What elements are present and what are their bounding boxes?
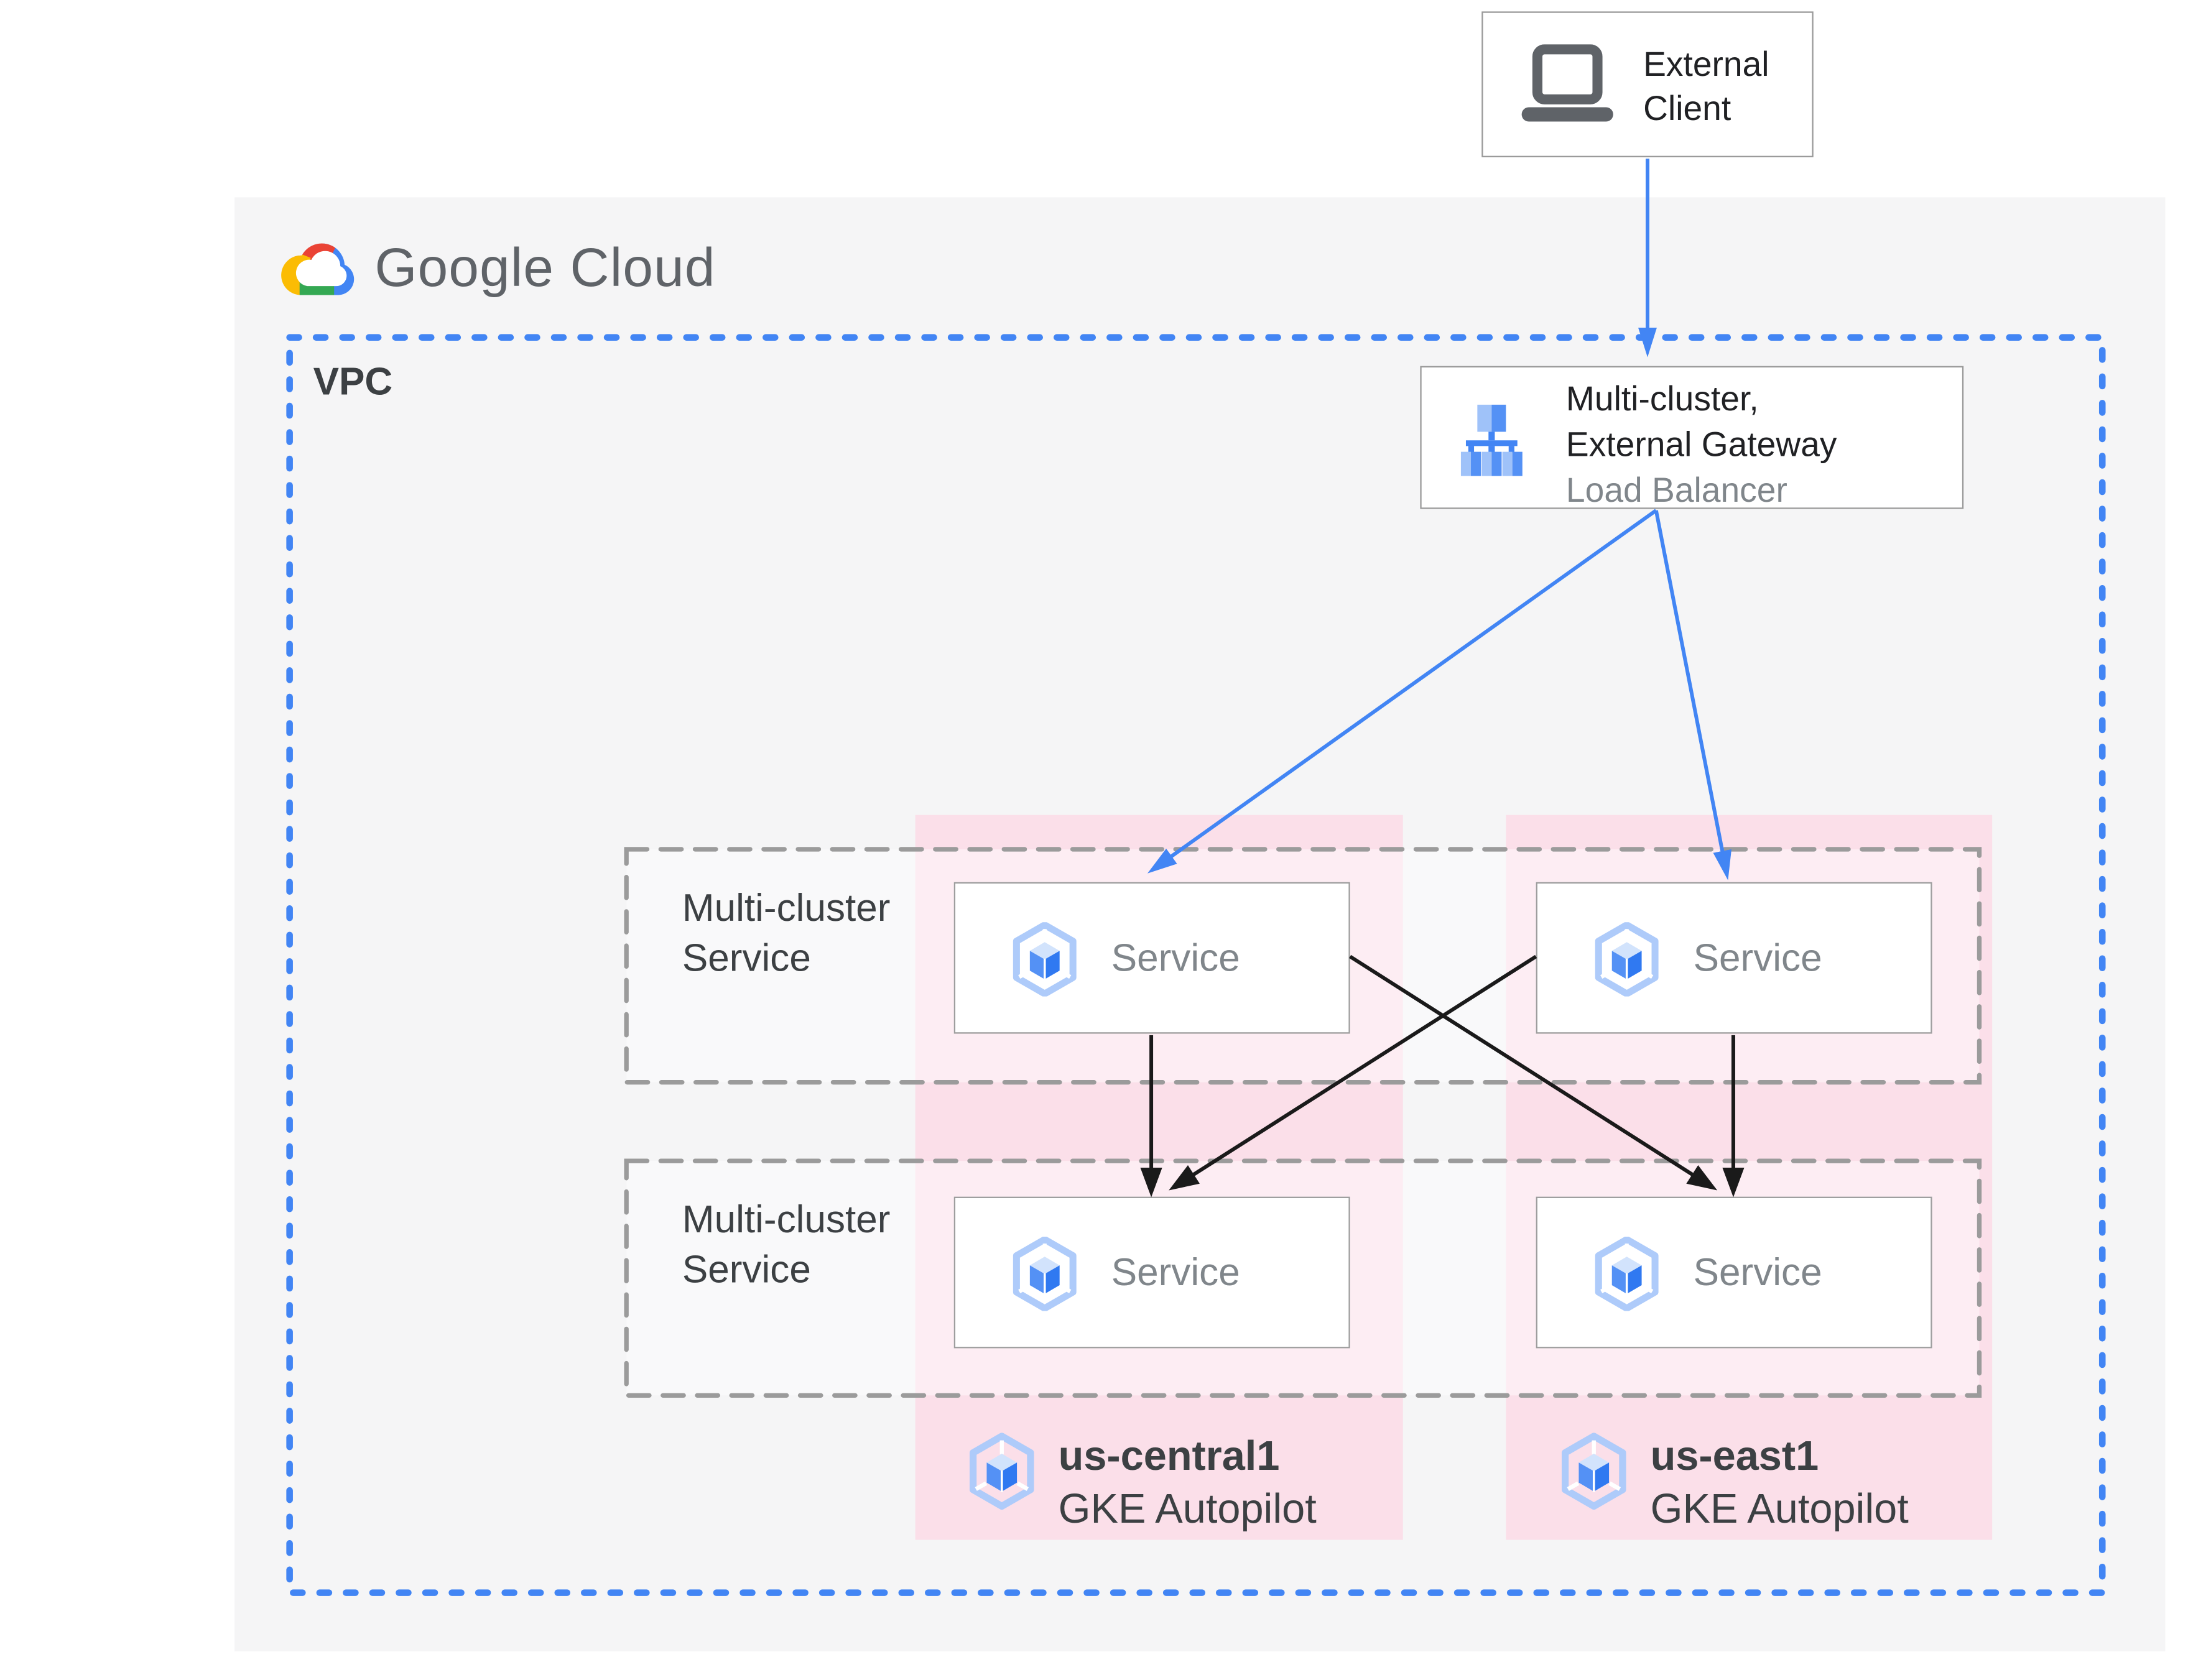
service-box-east-bottom: Service [1536, 1196, 1932, 1349]
service-label: Service [1111, 936, 1240, 979]
mcs1-line2: Service [682, 936, 811, 980]
mcs2-line2: Service [682, 1248, 811, 1291]
gke-cluster-icon [1560, 1433, 1628, 1510]
lb-title-line2: External Gateway [1565, 426, 1837, 465]
service-label: Service [1693, 1250, 1822, 1293]
gke-service-icon [1011, 922, 1078, 997]
cluster-label-us-east1: us-east1 GKE Autopilot [1651, 1431, 2080, 1537]
cluster-label-us-central1: us-central1 GKE Autopilot [1059, 1431, 1488, 1537]
external-client-line2: Client [1643, 90, 1731, 129]
external-client-box: External Client [1481, 11, 1814, 157]
google-cloud-logo-icon [279, 238, 359, 303]
lb-subtitle: Load Balancer [1565, 471, 1787, 510]
load-balancer-label: Multi-cluster, External Gateway Load Bal… [1566, 377, 1837, 515]
load-balancer-box: Multi-cluster, External Gateway Load Bal… [1420, 366, 1964, 510]
gke-service-icon [1593, 922, 1661, 997]
cluster-platform: GKE Autopilot [1058, 1487, 1317, 1533]
mcs-group-2-label: Multi-cluster Service [682, 1195, 997, 1295]
service-box-central-bottom: Service [953, 1196, 1350, 1349]
cluster-name: us-east1 [1650, 1434, 1819, 1480]
service-box-central-top: Service [953, 882, 1350, 1034]
gke-cluster-icon [968, 1433, 1036, 1510]
service-label: Service [1693, 936, 1822, 979]
mcs2-line1: Multi-cluster [682, 1198, 891, 1241]
mcs-group-1-label: Multi-cluster Service [682, 884, 997, 984]
laptop-icon [1518, 44, 1618, 127]
gke-service-icon [1011, 1237, 1078, 1311]
external-client-line1: External [1643, 45, 1769, 85]
gke-service-icon [1593, 1237, 1661, 1311]
google-cloud-wordmark: Google Cloud [374, 239, 716, 299]
lb-title-line1: Multi-cluster, [1565, 380, 1759, 419]
external-client-label: External Client [1643, 43, 1769, 132]
load-balancer-icon [1458, 405, 1524, 476]
service-label: Service [1111, 1250, 1240, 1293]
service-box-east-top: Service [1536, 882, 1932, 1034]
cluster-platform: GKE Autopilot [1650, 1487, 1909, 1533]
cluster-name: us-central1 [1058, 1434, 1280, 1480]
vpc-label: VPC [313, 360, 393, 404]
mcs1-line1: Multi-cluster [682, 886, 891, 930]
